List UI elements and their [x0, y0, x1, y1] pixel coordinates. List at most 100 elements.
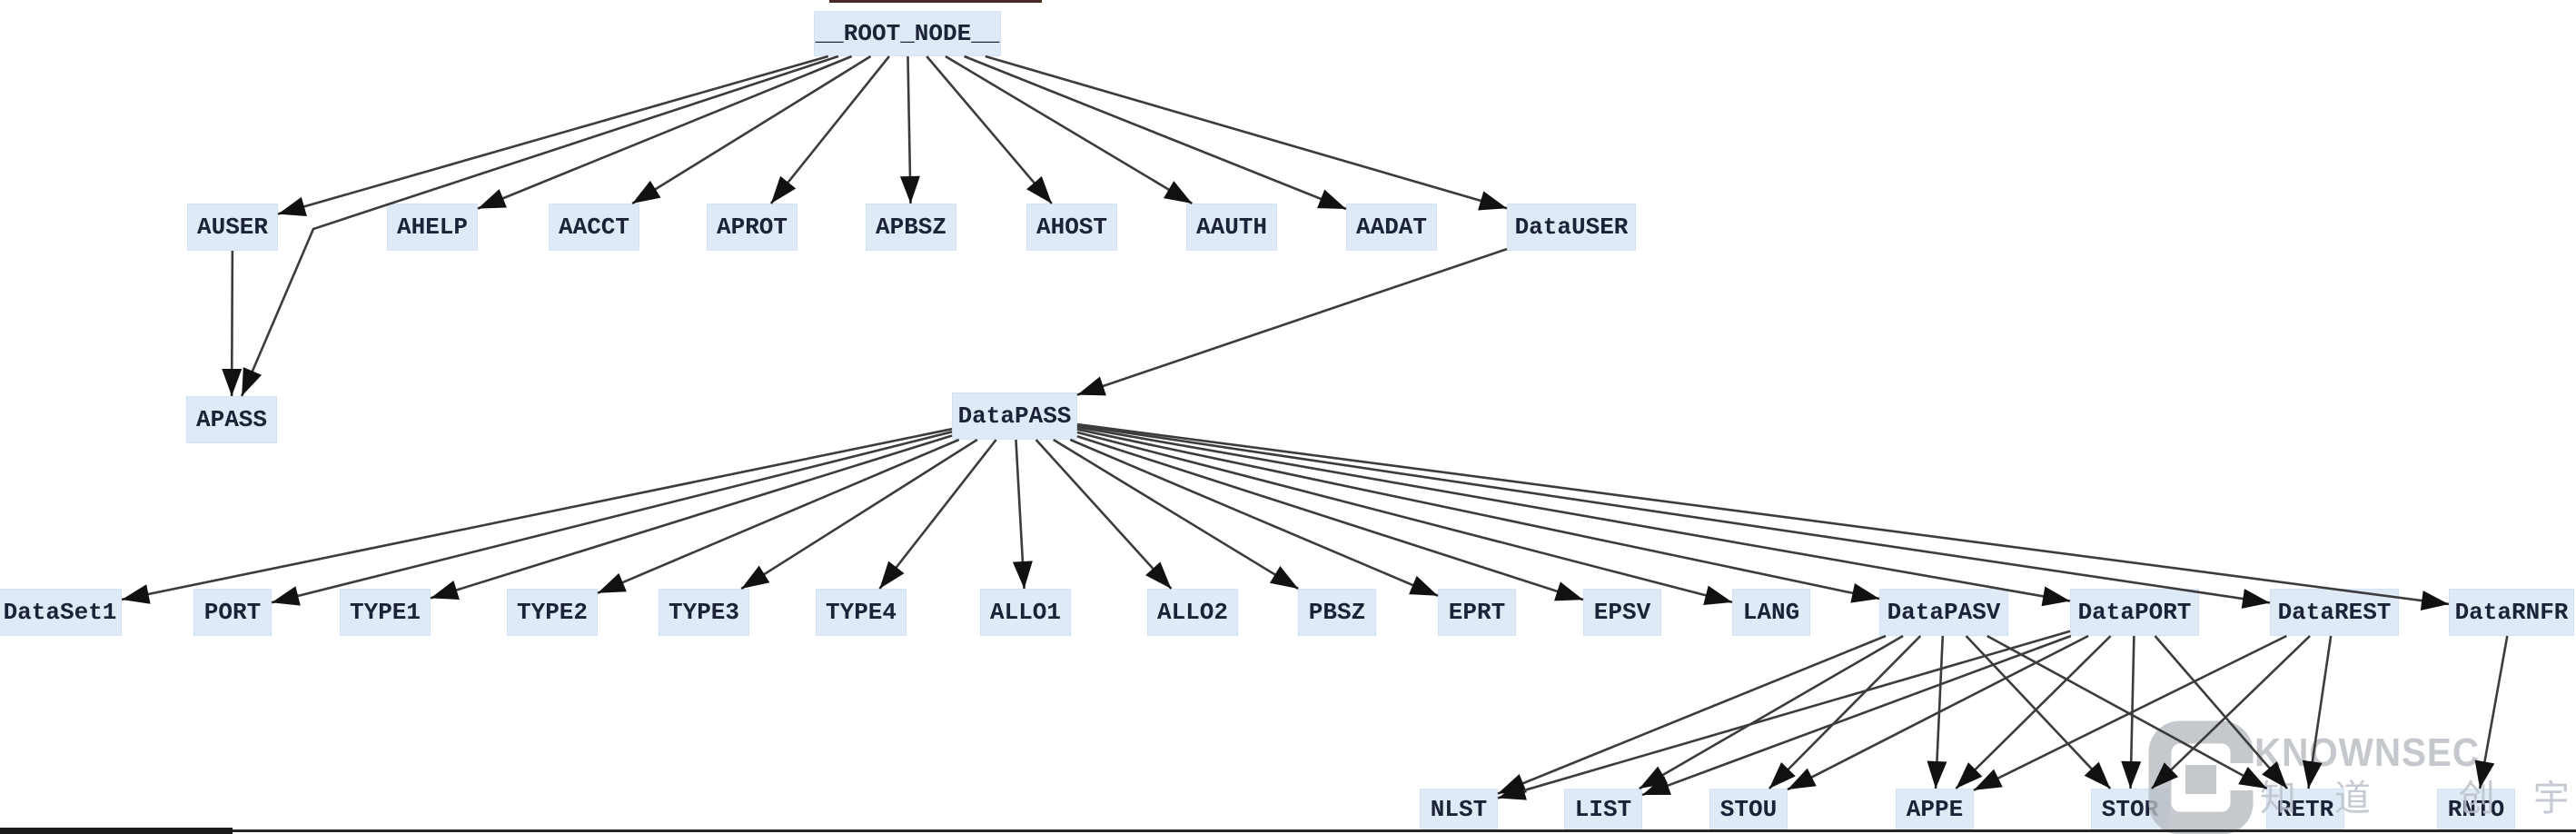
arrowhead-__ROOT_NODE__-AAUTH	[1164, 181, 1193, 204]
node-DataPASS: DataPASS	[952, 392, 1077, 440]
node-TYPE3: TYPE3	[659, 589, 749, 636]
edge-__ROOT_NODE__-AUSER	[277, 55, 829, 215]
node-APPE: APPE	[1896, 789, 1974, 830]
edge-__ROOT_NODE__-APBSZ	[907, 55, 912, 204]
edge-DataPASS-TYPE4	[878, 439, 997, 590]
edge-__ROOT_NODE__-AAUTH	[945, 55, 1194, 205]
edge-DataPORT-STOR	[2129, 635, 2135, 789]
arrowhead-DataPASS-PORT	[272, 586, 301, 606]
node-LANG: LANG	[1732, 589, 1810, 636]
arrowhead-DataPASS-TYPE1	[431, 580, 460, 600]
node-EPRT: EPRT	[1438, 589, 1516, 636]
edge-DataPASS-DataRNFR	[1076, 422, 2450, 606]
arrowhead-DataPASS-EPSV	[1554, 581, 1583, 601]
arrowhead-DataPASV-STOU	[1769, 761, 1796, 789]
arrowhead-DataPASS-DataRNFR	[2420, 591, 2449, 611]
node-STOR: STOR	[2091, 789, 2169, 830]
arrowhead-DataPASS-ALLO1	[1012, 561, 1033, 589]
edge-DataPASV-LIST	[1639, 634, 1904, 790]
edge-DataPORT-STOU	[1787, 634, 2089, 791]
edge-DataREST-RETR	[2307, 635, 2333, 789]
edge-__ROOT_NODE__-AHOST	[926, 55, 1053, 204]
node-PBSZ: PBSZ	[1298, 589, 1376, 636]
edge-__ROOT_NODE__-AADAT	[964, 55, 1347, 211]
node-AHELP: AHELP	[387, 204, 478, 251]
node-LIST: LIST	[1564, 789, 1642, 830]
node-EPSV: EPSV	[1583, 589, 1661, 636]
watermark-brand-text: KNOWNSEC	[2254, 730, 2480, 775]
node-DataPASV: DataPASV	[1879, 589, 2008, 636]
arrowhead-DataPASS-DataPORT	[2041, 586, 2070, 607]
node-ALLO1: ALLO1	[980, 589, 1071, 636]
arrowhead-__ROOT_NODE__-AADAT	[1317, 189, 1346, 210]
arrowhead-__ROOT_NODE__-DataUSER	[1478, 191, 1507, 211]
edge-DataPASV-STOR	[1965, 635, 2112, 789]
node-AAUTH: AAUTH	[1186, 204, 1277, 251]
edge-__ROOT_NODE__-AHELP	[477, 55, 853, 210]
edge-DataPASS-PBSZ	[1053, 438, 1299, 591]
node-AADAT: AADAT	[1346, 204, 1437, 251]
arrowhead-DataPASS-TYPE3	[741, 565, 770, 589]
node-DataUSER: DataUSER	[1507, 204, 1636, 251]
edge-DataPASV-RETR	[1986, 634, 2268, 790]
arrowhead-DataPORT-RETR	[2262, 761, 2288, 789]
edge-DataPASS-DataSet1	[121, 427, 953, 601]
arrowhead-DataREST-STOR	[2151, 762, 2179, 789]
edge-DataREST-STOR	[2150, 635, 2311, 789]
arrowhead-__ROOT_NODE__-APBSZ	[899, 175, 920, 204]
arrowhead-DataPORT-LIST	[1642, 776, 1671, 796]
node-DataSet1: DataSet1	[0, 589, 122, 636]
arrowhead-DataPORT-NLST	[1498, 780, 1527, 800]
node-AACCT: AACCT	[549, 204, 639, 251]
arrowhead-DataREST-APPE	[1974, 769, 2003, 790]
arrowhead-DataPORT-STOR	[2121, 760, 2142, 789]
node-ALLO2: ALLO2	[1147, 589, 1238, 636]
arrowhead-DataUSER-DataPASS	[1077, 376, 1106, 396]
edge-__ROOT_NODE__-APROT	[769, 55, 890, 204]
edge-DataPORT-LIST	[1641, 634, 2072, 797]
arrowhead-DataPASS-TYPE2	[598, 572, 627, 593]
arrowhead-DataPASS-TYPE4	[879, 561, 905, 589]
edge-DataPORT-APPE	[1955, 635, 2112, 789]
arrowhead-DataPASV-NLST	[1498, 774, 1527, 794]
arrowhead-__ROOT_NODE__-APASS	[242, 367, 263, 396]
edge-DataPASS-ALLO1	[1015, 439, 1025, 590]
edge-DataPORT-RETR	[2154, 635, 2289, 789]
horizontal-scrollbar-track[interactable]	[0, 829, 2576, 832]
horizontal-scrollbar-thumb[interactable]	[0, 828, 233, 834]
arrowhead-DataPASV-RETR	[2238, 766, 2267, 789]
node-NLST: NLST	[1420, 789, 1498, 830]
arrowhead-__ROOT_NODE__-AACCT	[632, 180, 661, 204]
arrowhead-DataPASV-LIST	[1639, 766, 1669, 789]
edge-DataPASS-ALLO2	[1035, 439, 1173, 590]
edge-DataPORT-NLST	[1497, 630, 2071, 799]
arrowhead-DataPASS-EPRT	[1409, 575, 1438, 596]
arrowhead-DataPASS-DataSet1	[122, 584, 151, 604]
edge-DataPASS-TYPE3	[740, 438, 978, 591]
node-RETR: RETR	[2266, 789, 2344, 830]
arrowhead-__ROOT_NODE__-AUSER	[278, 196, 307, 216]
edge-DataPASV-NLST	[1497, 634, 1887, 795]
node-PORT: PORT	[193, 589, 272, 636]
top-edge-artifact-stripe	[829, 0, 1042, 3]
arrowhead-DataPASS-ALLO2	[1145, 561, 1172, 589]
node-APASS: APASS	[186, 396, 277, 443]
edge-DataPASS-LANG	[1076, 431, 1733, 604]
edge-DataPASS-TYPE1	[430, 434, 953, 600]
arrowhead-DataPASS-DataPASV	[1850, 583, 1879, 603]
node-RNTO: RNTO	[2437, 789, 2515, 830]
arrowhead-DataPASV-STOR	[2084, 761, 2111, 789]
node-TYPE4: TYPE4	[816, 589, 907, 636]
arrowhead-DataPORT-STOU	[1788, 768, 1817, 790]
edge-DataPASS-DataPASV	[1076, 428, 1880, 601]
arrowhead-DataPASS-DataREST	[2241, 589, 2270, 609]
node-DataPORT: DataPORT	[2070, 589, 2199, 636]
edge-DataPASS-EPSV	[1076, 435, 1584, 601]
edge-DataUSER-DataPASS	[1076, 247, 1508, 396]
arrowhead-__ROOT_NODE__-AHELP	[478, 189, 507, 209]
edge-DataPASV-STOU	[1768, 635, 1922, 789]
node-APROT: APROT	[707, 204, 798, 251]
arrowhead-DataREST-RETR	[2302, 760, 2323, 789]
